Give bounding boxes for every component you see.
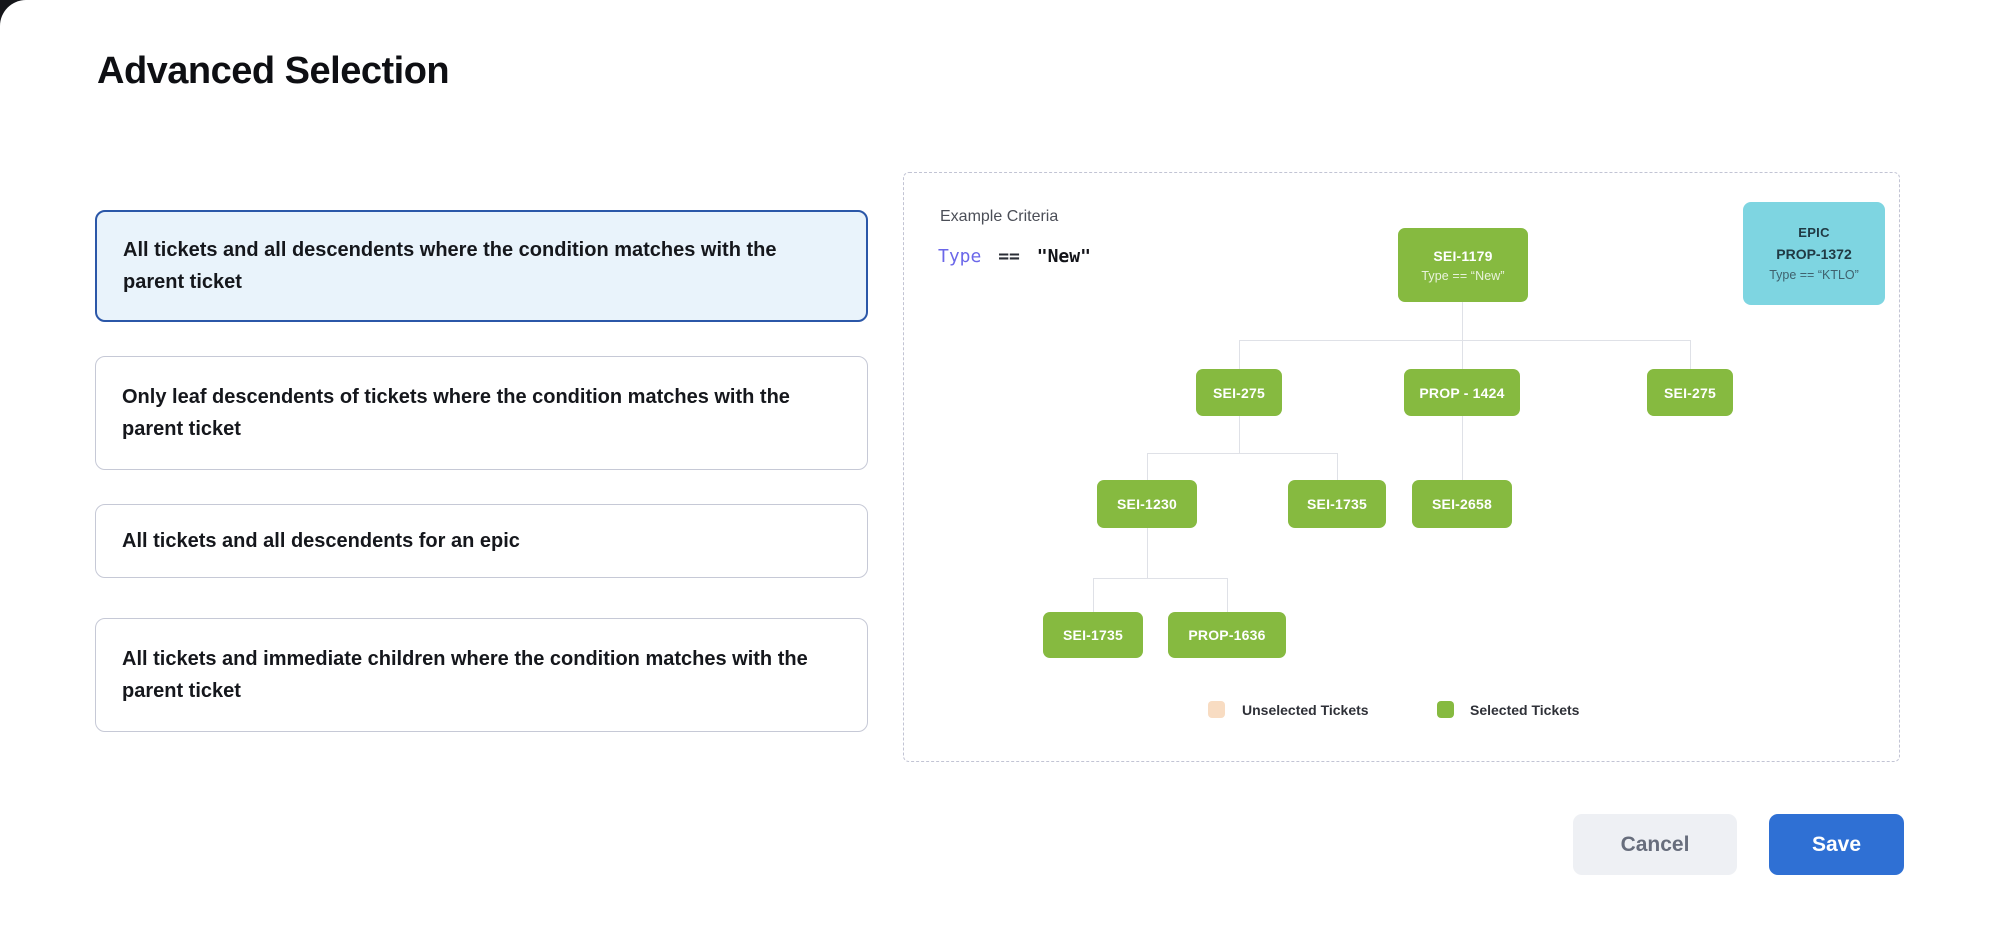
connector-line xyxy=(1147,528,1148,578)
criteria-value: "New" xyxy=(1036,246,1091,267)
criteria-operator: == xyxy=(998,246,1020,267)
tree-node-id: SEI-275 xyxy=(1213,384,1265,401)
tree-node-id: SEI-275 xyxy=(1664,384,1716,401)
epic-card: EPIC PROP-1372 Type == “KTLO” xyxy=(1743,202,1885,305)
option-card-all-descendents-condition[interactable]: All tickets and all descendents where th… xyxy=(95,210,868,322)
tree-node: SEI-2658 xyxy=(1412,480,1512,528)
connector-line xyxy=(1227,578,1228,612)
option-label: Only leaf descendents of tickets where t… xyxy=(122,386,790,440)
option-card-all-descendents-epic[interactable]: All tickets and all descendents for an e… xyxy=(95,504,868,578)
tree-node-id: SEI-2658 xyxy=(1432,496,1492,512)
tree-node: PROP - 1424 xyxy=(1404,369,1520,416)
connector-line xyxy=(1462,416,1463,480)
tree-node-id: SEI-1179 xyxy=(1433,247,1493,264)
tree-node: SEI-1230 xyxy=(1097,480,1197,528)
connector-line xyxy=(1147,453,1338,454)
connector-line xyxy=(1093,578,1094,612)
page-title: Advanced Selection xyxy=(97,50,450,92)
option-label: All tickets and immediate children where… xyxy=(122,648,808,702)
cancel-button[interactable]: Cancel xyxy=(1573,814,1737,875)
example-criteria-heading: Example Criteria xyxy=(940,208,1059,225)
tree-node-id: PROP - 1424 xyxy=(1419,384,1505,401)
tree-node-id: SEI-1735 xyxy=(1307,496,1367,512)
tree-node-id: SEI-1230 xyxy=(1117,496,1177,512)
tree-node: SEI-275 xyxy=(1196,369,1282,416)
connector-line xyxy=(1239,340,1691,341)
connector-line xyxy=(1690,340,1691,369)
option-label: All tickets and all descendents where th… xyxy=(123,239,777,293)
connector-line xyxy=(1093,578,1228,579)
tree-node: PROP-1636 xyxy=(1168,612,1286,658)
legend-label-unselected: Unselected Tickets xyxy=(1242,702,1369,718)
tree-node: SEI-275 xyxy=(1647,369,1733,416)
legend-swatch-selected xyxy=(1437,701,1454,718)
legend-label-selected: Selected Tickets xyxy=(1470,702,1580,718)
tree-node-id: SEI-1735 xyxy=(1063,627,1123,643)
connector-line xyxy=(1462,302,1463,369)
option-card-leaf-descendents-condition[interactable]: Only leaf descendents of tickets where t… xyxy=(95,356,868,470)
tree-node-id: PROP-1636 xyxy=(1188,627,1266,643)
tree-node-criteria: Type == “New” xyxy=(1421,268,1505,283)
connector-line xyxy=(1239,416,1240,453)
epic-id: PROP-1372 xyxy=(1776,246,1852,262)
criteria-field: Type xyxy=(938,246,982,267)
example-diagram-panel xyxy=(903,172,1900,762)
option-card-immediate-children-condition[interactable]: All tickets and immediate children where… xyxy=(95,618,868,732)
connector-line xyxy=(1147,453,1148,480)
save-button[interactable]: Save xyxy=(1769,814,1904,875)
tree-node: SEI-1735 xyxy=(1288,480,1386,528)
option-label: All tickets and all descendents for an e… xyxy=(122,530,520,552)
connector-line xyxy=(1239,340,1240,369)
connector-line xyxy=(1337,453,1338,480)
epic-criteria: Type == “KTLO” xyxy=(1769,268,1859,282)
legend-swatch-unselected xyxy=(1208,701,1225,718)
tree-node-root: SEI-1179 Type == “New” xyxy=(1398,228,1528,302)
example-criteria-expression: Type == "New" xyxy=(938,246,1091,267)
tree-node: SEI-1735 xyxy=(1043,612,1143,658)
epic-type-label: EPIC xyxy=(1798,225,1830,240)
